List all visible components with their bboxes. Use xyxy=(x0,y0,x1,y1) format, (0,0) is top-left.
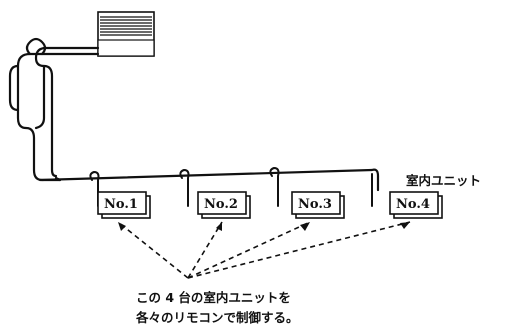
branch-pipe-1 xyxy=(89,171,100,207)
indoor-unit-2-label: No.2 xyxy=(204,197,238,212)
indoor-unit-4: No.4 xyxy=(389,191,443,219)
indoor-unit-3: No.3 xyxy=(291,191,345,219)
outdoor-unit-grille xyxy=(100,16,152,36)
branch-pipes xyxy=(89,167,373,207)
outdoor-unit xyxy=(97,11,155,57)
branch-pipe-2 xyxy=(179,169,190,207)
remote-control-links xyxy=(117,221,411,279)
arrow-head-3 xyxy=(300,222,310,231)
arrow-head-1 xyxy=(118,222,126,231)
indoor-unit-label: 室内ユニット xyxy=(406,173,481,188)
remote-link-3 xyxy=(187,221,311,279)
caption-line-2: 各々のリモコンで制御する。 xyxy=(135,310,299,325)
caption-line-1: この 4 台の室内ユニットを xyxy=(136,290,291,305)
indoor-unit-1-label: No.1 xyxy=(104,197,138,212)
remote-link-4 xyxy=(187,221,411,279)
indoor-unit-2: No.2 xyxy=(197,191,251,219)
remote-link-1 xyxy=(117,221,189,279)
arrow-heads xyxy=(118,222,410,231)
indoor-unit-4-label: No.4 xyxy=(396,197,430,212)
refrigerant-piping xyxy=(8,37,380,192)
arrow-head-4 xyxy=(400,222,410,229)
arrow-head-2 xyxy=(216,222,222,231)
indoor-unit-1: No.1 xyxy=(97,191,151,219)
branch-pipe-3 xyxy=(269,167,280,207)
indoor-unit-3-label: No.3 xyxy=(298,197,332,212)
remote-link-2 xyxy=(187,221,223,279)
